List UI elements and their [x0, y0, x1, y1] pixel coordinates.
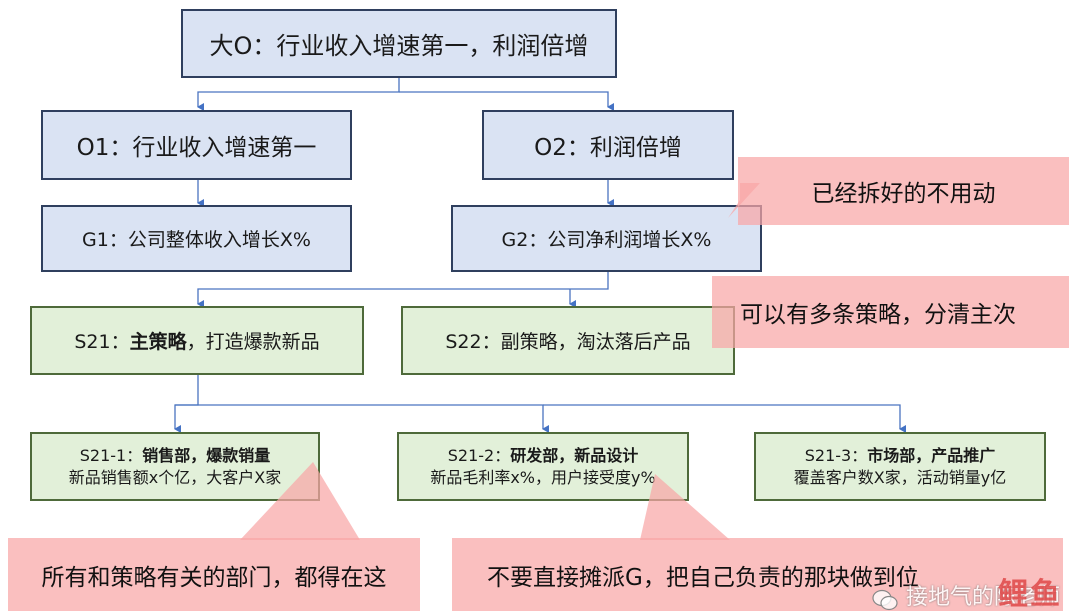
s21-2-prefix: S21-2： — [447, 445, 511, 465]
s21-2-line2: 新品毛利率x%，用户接受度y% — [430, 467, 656, 487]
o2-box: O2：利润倍增 — [482, 110, 734, 180]
o2-text: O2：利润倍增 — [534, 135, 682, 161]
o1-box: O1：行业收入增速第一 — [41, 110, 352, 180]
s22-box: S22：副策略，淘汰落后产品 — [401, 306, 735, 375]
top-goal-box: 大O：行业收入增速第一，利润倍增 — [181, 9, 617, 78]
s21-box: S21：主策略，打造爆款新品 — [30, 306, 364, 375]
g1-box: G1：公司整体收入增长X% — [41, 205, 352, 272]
s21-2-bold: 研发部，新品设计 — [510, 445, 639, 465]
s21-2-box: S21-2：研发部，新品设计 新品毛利率x%，用户接受度y% — [397, 432, 689, 501]
callout-departments: 所有和策略有关的部门，都得在这 — [8, 538, 420, 611]
callout-3-pointer — [240, 462, 360, 540]
s21-prefix: S21： — [74, 331, 130, 353]
g2-text: G2：公司净利润增长X% — [501, 229, 712, 251]
s21-1-bold: 销售部，爆款销量 — [142, 445, 271, 465]
s21-3-line2: 覆盖客户数X家，活动销量y亿 — [793, 467, 1007, 487]
watermark: 接地气的陈老师 — [872, 579, 1060, 611]
callout-1-text: 已经拆好的不用动 — [811, 181, 996, 207]
callout-multiple-strategies: 可以有多条策略，分清主次 — [712, 276, 1069, 348]
watermark-logo: 鲤鱼 — [998, 569, 1062, 613]
callout-4-text: 不要直接摊派G，把自己负责的那块做到位 — [487, 564, 919, 591]
g1-text: G1：公司整体收入增长X% — [82, 229, 311, 251]
callout-already-split: 已经拆好的不用动 — [738, 157, 1069, 225]
watermark-logo-text: 鲤鱼 — [998, 577, 1062, 612]
s21-3-prefix: S21-3： — [804, 445, 868, 465]
connector-top — [197, 78, 400, 111]
callout-3-text: 所有和策略有关的部门，都得在这 — [41, 564, 387, 591]
callout-2-text: 可以有多条策略，分清主次 — [740, 302, 1016, 328]
connector-top-o2 — [399, 91, 614, 111]
callout-4-pointer — [640, 474, 730, 540]
s21-3-bold: 市场部，产品推广 — [867, 445, 996, 465]
wechat-icon — [872, 589, 898, 611]
s22-text: S22：副策略，淘汰落后产品 — [445, 331, 691, 353]
connector-s21-s213 — [543, 404, 906, 433]
s21-3-box: S21-3：市场部，产品推广 覆盖客户数X家，活动销量y亿 — [754, 432, 1046, 501]
g2-box: G2：公司净利润增长X% — [451, 205, 762, 272]
s21-1-box: S21-1：销售部，爆款销量 新品销售额x个亿，大客户X家 — [30, 432, 320, 501]
watermark-text: 接地气的陈老师 — [905, 585, 1060, 610]
top-goal-text: 大O：行业收入增速第一，利润倍增 — [209, 32, 589, 60]
s21-1-prefix: S21-1： — [79, 445, 143, 465]
s21-2-line1: S21-2：研发部，新品设计 — [448, 445, 639, 467]
s21-rest: ，打造爆款新品 — [186, 331, 320, 353]
s21-text: S21：主策略，打造爆款新品 — [74, 327, 319, 354]
o1-text: O1：行业收入增速第一 — [76, 135, 317, 161]
s21-1-line1: S21-1：销售部，爆款销量 — [80, 445, 271, 467]
s21-bold: 主策略 — [129, 331, 187, 353]
callout-dont-assign-g: 不要直接摊派G，把自己负责的那块做到位 — [452, 538, 1063, 611]
s21-1-line2: 新品销售额x个亿，大客户X家 — [68, 467, 282, 487]
s21-3-line1: S21-3：市场部，产品推广 — [805, 445, 996, 467]
connector-g2-s21 — [197, 272, 609, 308]
